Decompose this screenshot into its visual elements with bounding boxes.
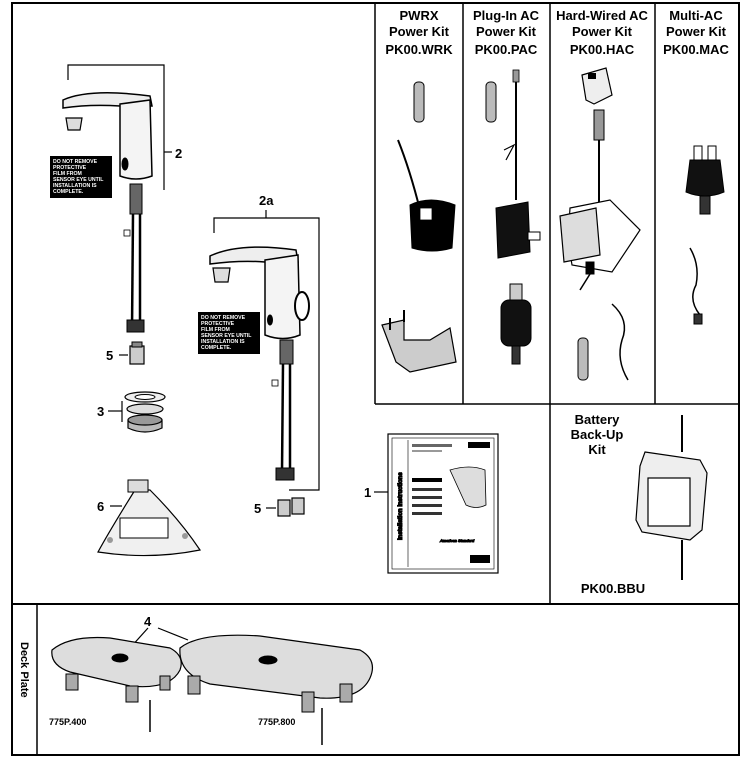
kit-title-plugin: Plug-In AC Power Kit PK00.PAC (473, 8, 540, 57)
deck-plate-side-label: Deck Plate (18, 642, 30, 698)
deck-plate-icon (51, 627, 373, 745)
svg-text:FILM FROM: FILM FROM (53, 171, 82, 177)
kit-title-multi: Multi-AC Power Kit PK00.MAC (663, 8, 729, 57)
callout-6: 6 (97, 499, 104, 514)
plug-transformer-icon (485, 69, 541, 365)
parts-bag-icon (97, 479, 201, 557)
manual-icon: Installation Instructions American Stand… (374, 433, 499, 574)
svg-text:Power Kit: Power Kit (389, 24, 450, 39)
svg-text:DO NOT REMOVE: DO NOT REMOVE (53, 159, 98, 165)
svg-text:Installation Instructions: Installation Instructions (398, 472, 404, 540)
svg-text:SENSOR EYE UNTIL: SENSOR EYE UNTIL (201, 333, 252, 339)
svg-text:Back-Up: Back-Up (571, 427, 624, 442)
power-supply-icon (559, 67, 641, 381)
svg-text:PK00.MAC: PK00.MAC (663, 42, 729, 57)
callout-5a: 5 (106, 348, 113, 363)
faucet-2a-illustration (209, 210, 320, 491)
kit-title-pwrx: PWRX Power Kit PK00.WRK (385, 8, 453, 57)
frame (11, 2, 740, 756)
multi-ac-illustration (685, 145, 725, 325)
callout-5b: 5 (254, 501, 261, 516)
svg-text:DO NOT REMOVE: DO NOT REMOVE (201, 315, 246, 321)
battery-pack-icon (635, 415, 708, 580)
callout-1: 1 (364, 485, 371, 500)
svg-text:PK00.PAC: PK00.PAC (475, 42, 538, 57)
model-label-800: 775P.800 (258, 717, 295, 727)
callout-2a: 2a (259, 193, 274, 208)
svg-text:Multi-AC: Multi-AC (669, 8, 723, 23)
hose-connector-pair-icon (266, 497, 305, 517)
faucet-2-illustration (62, 64, 172, 333)
svg-text:PROTECTIVE: PROTECTIVE (201, 321, 235, 327)
kit-title-hardwired: Hard-Wired AC Power Kit PK00.HAC (556, 8, 648, 57)
hose-connector-icon (119, 341, 145, 365)
callout-2: 2 (175, 146, 182, 161)
callout-4: 4 (144, 614, 152, 629)
callout-3: 3 (97, 404, 104, 419)
svg-text:PROTECTIVE: PROTECTIVE (53, 165, 87, 171)
pwrx-kit-illustration (381, 81, 457, 373)
svg-text:INSTALLATION IS: INSTALLATION IS (53, 183, 97, 189)
svg-text:Hard-Wired AC: Hard-Wired AC (556, 8, 648, 23)
warning-label-1: DO NOT REMOVE PROTECTIVE FILM FROM SENSO… (50, 156, 112, 198)
svg-text:INSTALLATION IS: INSTALLATION IS (201, 339, 245, 345)
warning-label-2: DO NOT REMOVE PROTECTIVE FILM FROM SENSO… (198, 312, 260, 354)
svg-text:Power Kit: Power Kit (666, 24, 727, 39)
svg-text:SENSOR EYE UNTIL: SENSOR EYE UNTIL (53, 177, 104, 183)
svg-text:PK00.HAC: PK00.HAC (570, 42, 635, 57)
svg-text:COMPLETE.: COMPLETE. (53, 189, 84, 195)
mounting-kit-icon (108, 391, 166, 433)
svg-text:American Standard: American Standard (439, 538, 475, 543)
svg-text:Kit: Kit (588, 442, 606, 457)
svg-text:PWRX: PWRX (400, 8, 439, 23)
svg-text:Plug-In AC: Plug-In AC (473, 8, 540, 23)
svg-text:PK00.WRK: PK00.WRK (385, 42, 453, 57)
svg-text:PK00.BBU: PK00.BBU (581, 581, 645, 596)
svg-text:Power Kit: Power Kit (572, 24, 633, 39)
model-label-400: 775P.400 (49, 717, 86, 727)
svg-text:COMPLETE.: COMPLETE. (201, 345, 232, 351)
svg-text:FILM FROM: FILM FROM (201, 327, 230, 333)
svg-text:Battery: Battery (575, 412, 621, 427)
kit-title-battery: Battery Back-Up Kit PK00.BBU (571, 412, 646, 596)
svg-text:Power Kit: Power Kit (476, 24, 537, 39)
